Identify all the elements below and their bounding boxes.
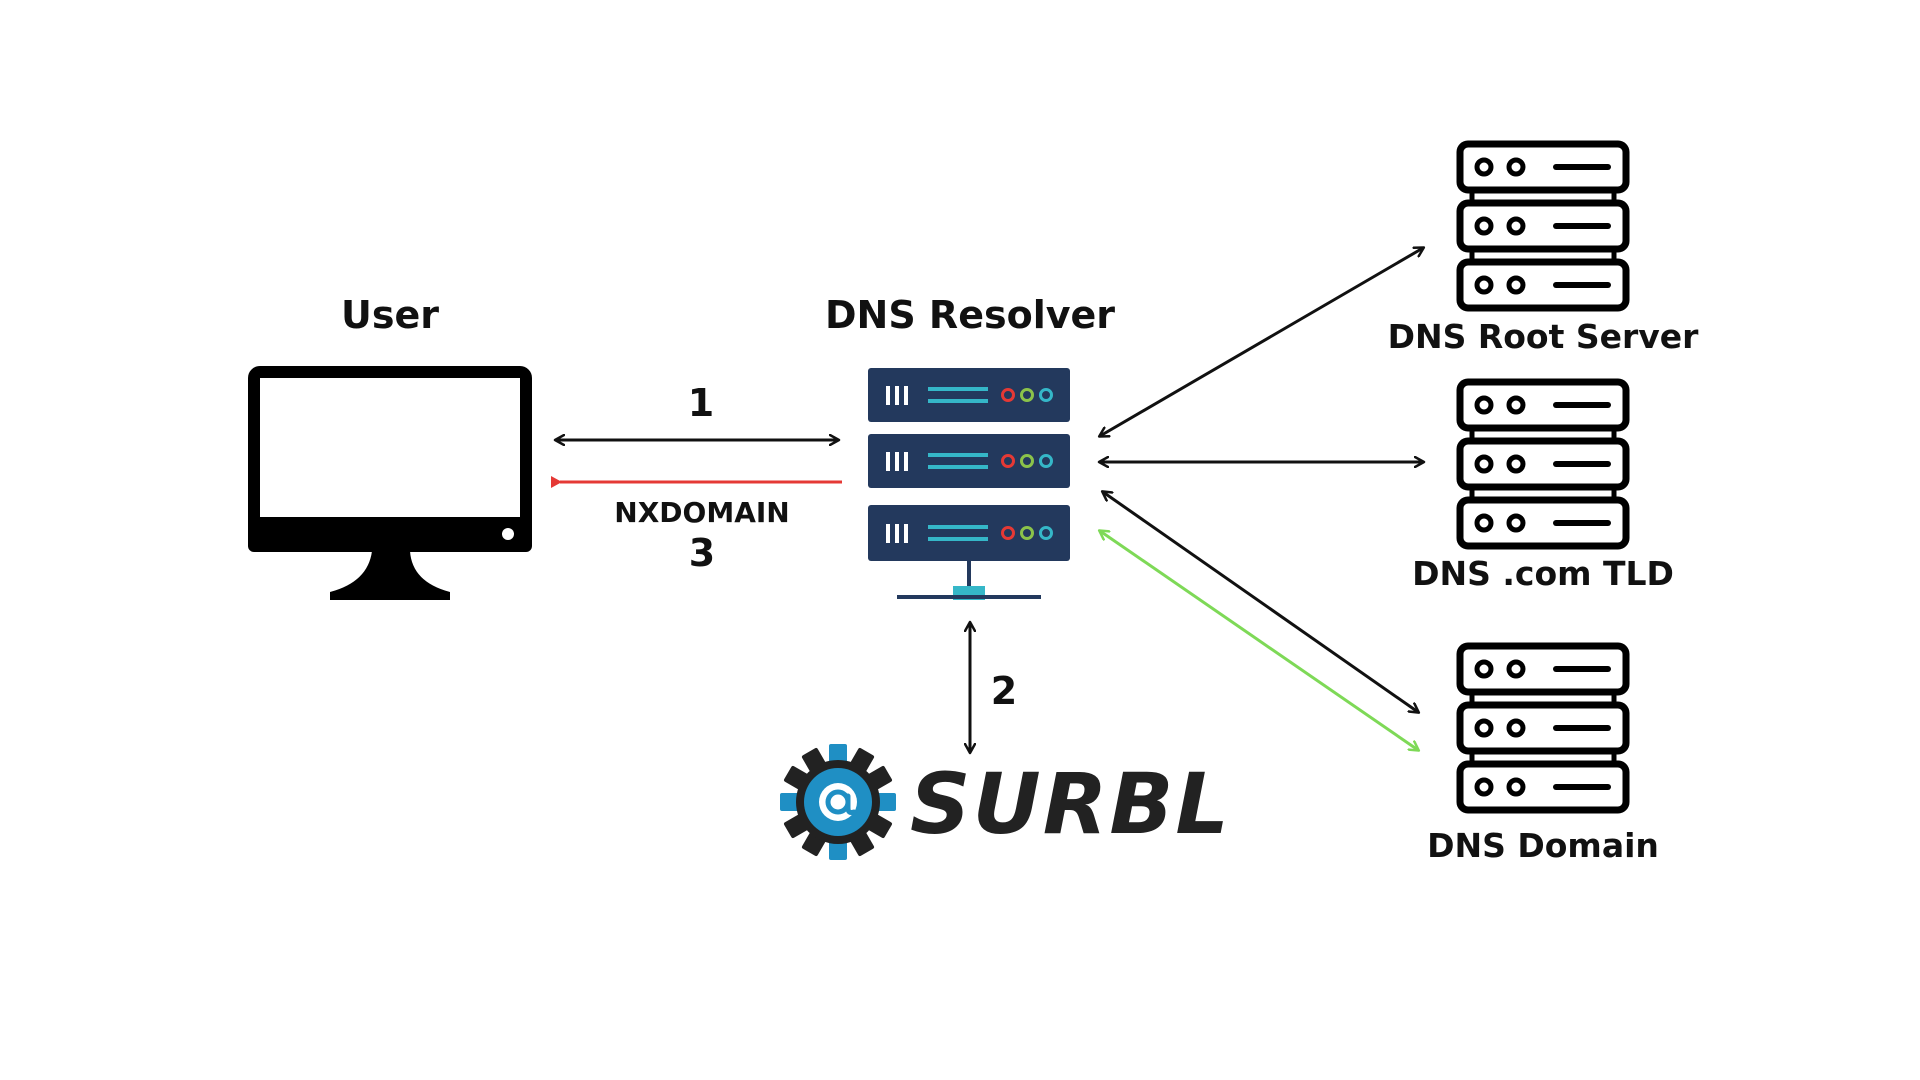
step-3-label: 3	[688, 531, 716, 575]
server-stack-icon	[1456, 378, 1630, 550]
tld-server-label: DNS .com TLD	[1412, 554, 1674, 593]
server-unit	[1456, 701, 1630, 755]
server-unit	[1456, 760, 1630, 814]
rack-unit-1	[868, 368, 1070, 422]
domain-server-label: DNS Domain	[1427, 826, 1659, 865]
server-unit	[1456, 258, 1630, 312]
root-server-label: DNS Root Server	[1387, 317, 1699, 356]
rack-unit-2	[868, 434, 1070, 488]
resolver-label: DNS Resolver	[824, 293, 1116, 337]
server-unit	[1456, 437, 1630, 491]
server-unit	[1456, 642, 1630, 696]
domain-reply-arrow	[1100, 531, 1418, 750]
surbl-logo-text: SURBL	[910, 755, 1231, 853]
server-stack-icon	[1456, 140, 1630, 312]
server-rack-icon	[868, 368, 1070, 600]
gear-at-logo-icon	[780, 744, 896, 860]
server-unit	[1456, 378, 1630, 432]
desktop-monitor-icon	[248, 366, 532, 600]
user-label: User	[341, 293, 439, 337]
server-unit	[1456, 199, 1630, 253]
resolver-domain-arrow	[1103, 492, 1418, 712]
step-1-label: 1	[687, 381, 715, 425]
server-stack-icon	[1456, 642, 1630, 814]
server-unit	[1456, 140, 1630, 194]
step-2-label: 2	[990, 669, 1018, 713]
server-unit	[1456, 496, 1630, 550]
rack-unit-3	[868, 505, 1070, 561]
nxdomain-label: NXDOMAIN	[614, 496, 790, 529]
resolver-root-arrow	[1100, 248, 1423, 436]
